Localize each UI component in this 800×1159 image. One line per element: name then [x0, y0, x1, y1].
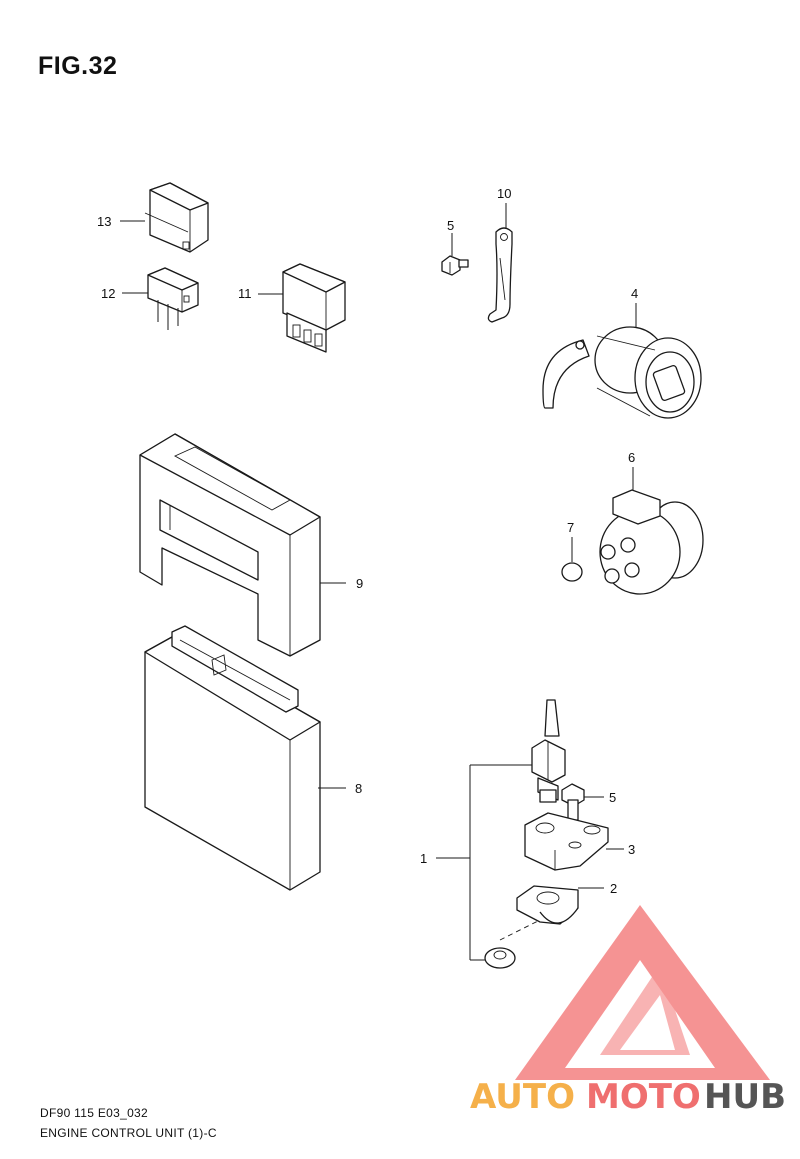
watermark-logo: [515, 905, 770, 1080]
part-12-relay: [147, 267, 199, 330]
callout-7: 7: [567, 520, 574, 535]
watermark-auto: AUTO: [470, 1077, 575, 1117]
watermark-moto: MOTO: [586, 1077, 701, 1117]
callout-2: 2: [610, 881, 617, 896]
part-2-clamp: [516, 885, 579, 925]
callout-6: 6: [628, 450, 635, 465]
callout-12: 12: [101, 286, 115, 301]
callout-8: 8: [355, 781, 362, 796]
part-1-sensor: [531, 699, 566, 803]
callout-9: 9: [356, 576, 363, 591]
part-9-ecu-holder: [139, 433, 321, 657]
drawing-code: DF90 115 E03_032: [40, 1106, 148, 1120]
callout-13: 13: [97, 214, 111, 229]
watermark-text: AUTO MOTO HUB: [470, 1077, 786, 1117]
callout-11: 11: [238, 286, 252, 301]
callout-5-top: 5: [447, 218, 454, 233]
figure-title: FIG.32: [38, 52, 118, 80]
watermark-hub: HUB: [704, 1077, 786, 1117]
drawing-caption: ENGINE CONTROL UNIT (1)-C: [40, 1126, 217, 1140]
part-4-connector: [542, 326, 702, 419]
part-10-ground-strap: [487, 227, 513, 323]
callout-10: 10: [497, 186, 511, 201]
callout-4: 4: [631, 286, 638, 301]
part-5-bolt-top: [441, 255, 469, 276]
part-13-relay: [144, 182, 209, 253]
part-7-plug: [561, 562, 583, 582]
part-11-relay: [282, 263, 346, 353]
part-3-bracket: [524, 812, 609, 871]
callout-1: 1: [420, 851, 427, 866]
callout-3: 3: [628, 842, 635, 857]
part-1-nut: [484, 919, 541, 969]
assembly-1-bracket: [436, 764, 532, 961]
part-8-ecu: [144, 625, 321, 891]
part-5-bolt-bottom: [561, 783, 585, 821]
callout-5-bottom: 5: [609, 790, 616, 805]
part-6-connector: [599, 489, 704, 595]
